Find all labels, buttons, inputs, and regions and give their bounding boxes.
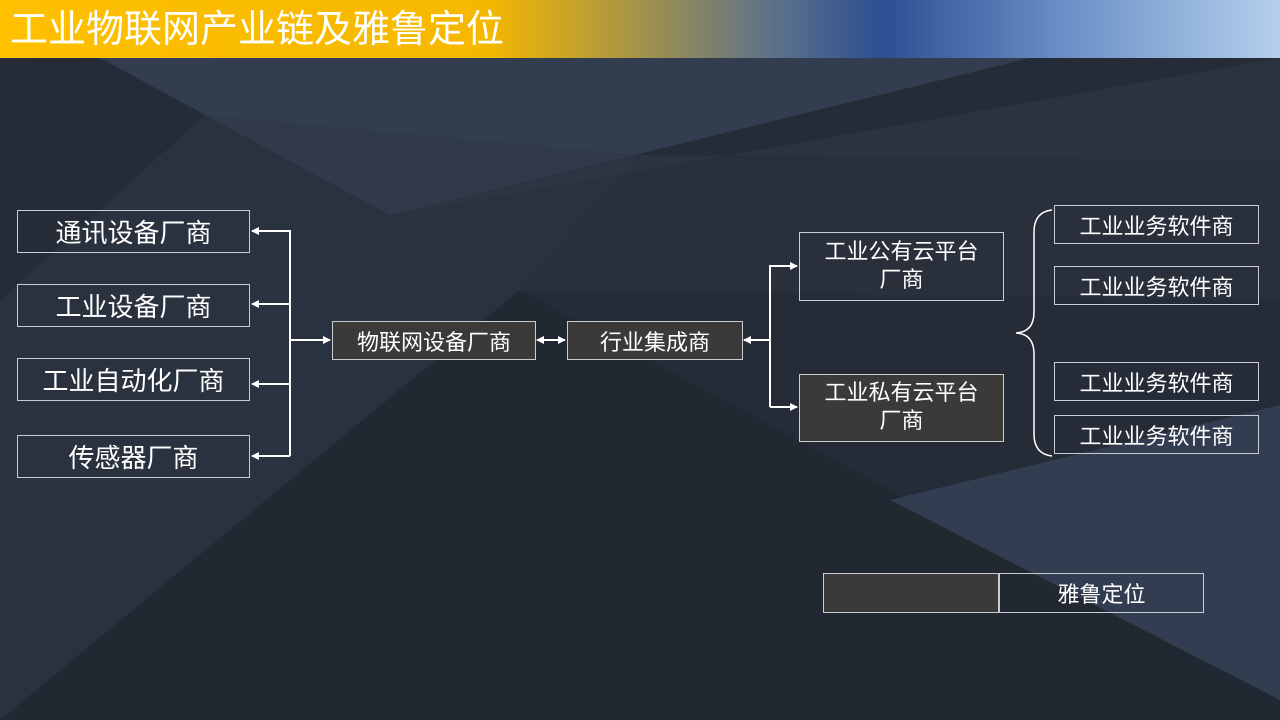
- legend-label-box: 雅鲁定位: [999, 573, 1204, 613]
- title-bar: 工业物联网产业链及雅鲁定位: [0, 0, 1280, 58]
- equip-vendor-box: 工业设备厂商: [17, 284, 250, 327]
- integrator-box: 行业集成商: [567, 321, 743, 360]
- iot-vendor-box: 物联网设备厂商: [332, 321, 536, 360]
- integrator-label: 行业集成商: [599, 330, 710, 356]
- software-vendor-box-3: 工业业务软件商: [1054, 362, 1259, 401]
- automation-vendor-label: 工业自动化厂商: [42, 367, 225, 397]
- sensor-vendor-box: 传感器厂商: [17, 435, 250, 478]
- software-vendor-box-1: 工业业务软件商: [1054, 205, 1259, 244]
- comm-vendor-box: 通讯设备厂商: [17, 210, 250, 253]
- iot-vendor-label: 物联网设备厂商: [356, 330, 511, 356]
- equip-vendor-label: 工业设备厂商: [55, 293, 212, 323]
- public-cloud-label: 工业公有云平台厂商: [824, 239, 979, 293]
- comm-vendor-label: 通讯设备厂商: [55, 219, 212, 249]
- automation-vendor-box: 工业自动化厂商: [17, 358, 250, 401]
- software-vendor-label: 工业业务软件商: [1079, 424, 1234, 450]
- legend-label: 雅鲁定位: [1057, 583, 1146, 608]
- public-cloud-box: 工业公有云平台厂商: [799, 232, 1004, 301]
- private-cloud-box: 工业私有云平台厂商: [799, 374, 1004, 442]
- software-vendor-label: 工业业务软件商: [1079, 214, 1234, 240]
- software-vendor-label: 工业业务软件商: [1079, 371, 1234, 397]
- private-cloud-label: 工业私有云平台厂商: [824, 381, 979, 434]
- software-vendor-box-2: 工业业务软件商: [1054, 266, 1259, 305]
- page-title: 工业物联网产业链及雅鲁定位: [10, 7, 505, 51]
- legend-swatch: [823, 573, 999, 613]
- sensor-vendor-label: 传感器厂商: [68, 444, 199, 474]
- software-vendor-label: 工业业务软件商: [1079, 275, 1234, 301]
- software-vendor-box-4: 工业业务软件商: [1054, 415, 1259, 454]
- software-brace: [1015, 209, 1053, 457]
